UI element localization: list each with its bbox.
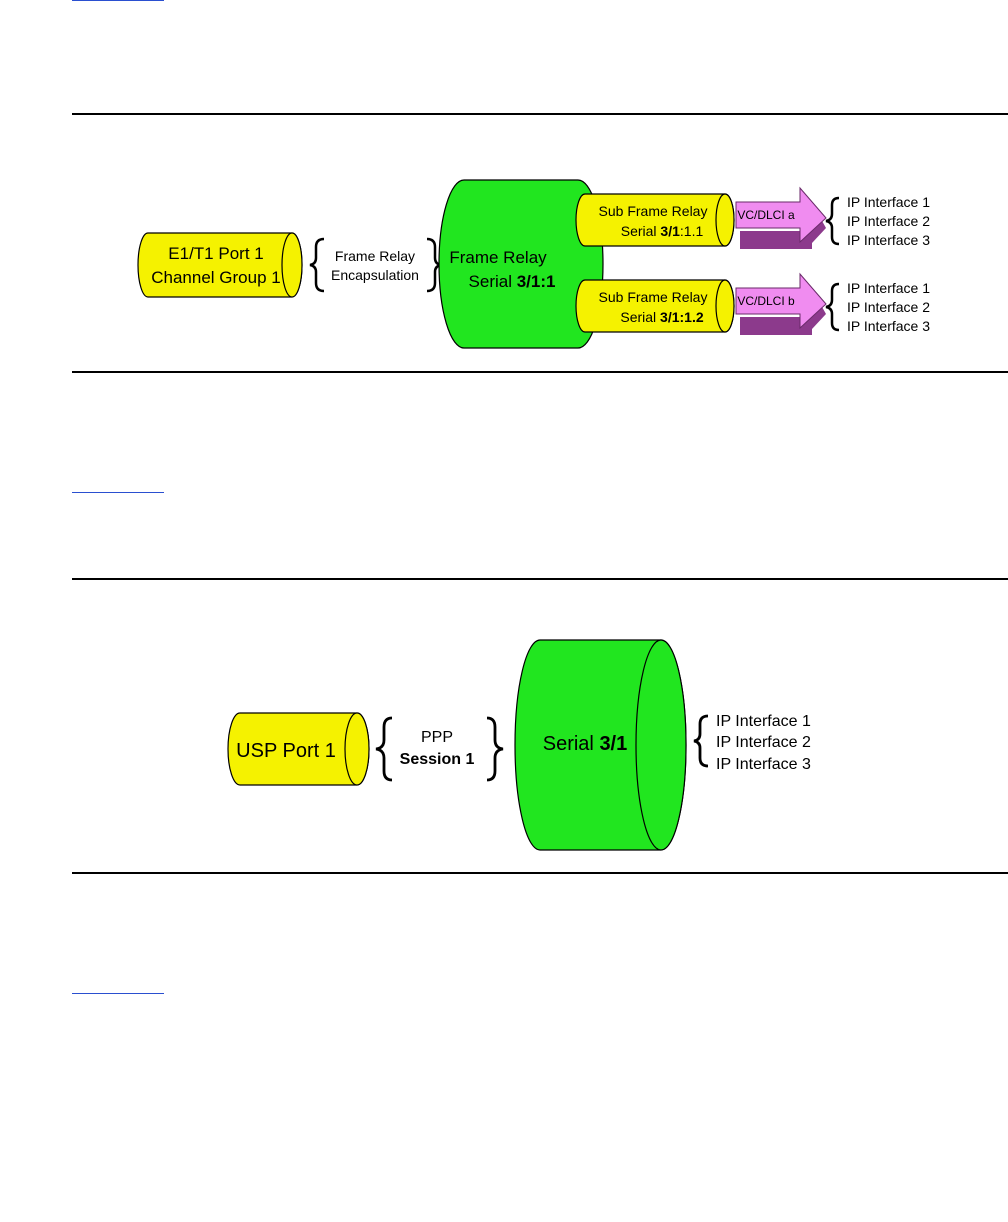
left-brace-icon (309, 237, 325, 293)
frame-relay-cylinder: Frame Relay Serial 3/1:1 (438, 179, 604, 349)
usp-port-cylinder: USP Port 1 (227, 712, 370, 786)
encapsulation-group: Frame Relay Encapsulation (309, 237, 442, 293)
ppp-ip-1: IP Interface 1 (716, 713, 811, 730)
frame-relay-diagram: E1/T1 Port 1 Channel Group 1 Frame Relay… (137, 179, 930, 349)
ppp-ip-interfaces: IP Interface 1 IP Interface 2 IP Interfa… (693, 713, 811, 773)
figure1-bottom-rule (72, 371, 1008, 373)
vc-dlci-b-label: VC/DLCI b (737, 294, 795, 308)
ip-b-2: IP Interface 2 (847, 299, 930, 315)
brace-b-icon (825, 282, 840, 332)
encap-line1: Frame Relay (335, 248, 415, 264)
sub-frame-relay-b-cylinder: Sub Frame Relay Serial 3/1:1.2 (575, 279, 735, 333)
e1t1-port-cylinder: E1/T1 Port 1 Channel Group 1 (137, 232, 303, 298)
ppp-right-brace-icon (486, 716, 504, 782)
ppp-session-group: PPP Session 1 (375, 716, 504, 782)
vc-dlci-b-arrow: VC/DLCI b (735, 272, 827, 335)
ppp-ip-3: IP Interface 3 (716, 756, 811, 773)
vc-dlci-a-arrow: VC/DLCI a (735, 186, 827, 249)
ppp-ip-brace-icon (693, 714, 709, 768)
frame-relay-serial-label: Serial 3/1:1 (469, 272, 556, 291)
e1t1-port-label: E1/T1 Port 1 (168, 244, 263, 263)
ip-interfaces-b: IP Interface 1 IP Interface 2 IP Interfa… (825, 280, 930, 334)
sub-a-line2: Serial 3/1:1.1 (621, 223, 704, 239)
ip-a-1: IP Interface 1 (847, 194, 930, 210)
link-underline-1[interactable] (72, 0, 164, 1)
frame-relay-label: Frame Relay (449, 248, 547, 267)
vc-dlci-a-label: VC/DLCI a (737, 208, 795, 222)
encap-line2: Encapsulation (331, 267, 419, 283)
sub-b-line2: Serial 3/1:1.2 (620, 309, 703, 325)
ip-b-1: IP Interface 1 (847, 280, 930, 296)
ppp-label: PPP (421, 729, 453, 746)
figure1-top-rule (72, 113, 1008, 115)
ppp-diagram: USP Port 1 PPP Session 1 Serial 3/1 IP I… (227, 639, 811, 851)
ip-interfaces-a: IP Interface 1 IP Interface 2 IP Interfa… (825, 194, 930, 248)
brace-a-icon (825, 196, 840, 246)
ppp-left-brace-icon (375, 716, 393, 782)
serial-cylinder: Serial 3/1 (514, 639, 687, 851)
sub-frame-relay-a-cylinder: Sub Frame Relay Serial 3/1:1.1 (575, 193, 735, 247)
figure2-bottom-rule (72, 872, 1008, 874)
ip-a-3: IP Interface 3 (847, 232, 930, 248)
link-underline-2[interactable] (72, 492, 164, 493)
figure2-top-rule (72, 578, 1008, 580)
ip-a-2: IP Interface 2 (847, 213, 930, 229)
sub-a-line1: Sub Frame Relay (599, 203, 708, 219)
session-label: Session 1 (400, 751, 475, 768)
ppp-ip-2: IP Interface 2 (716, 734, 811, 751)
usp-port-label: USP Port 1 (236, 740, 336, 762)
channel-group-label: Channel Group 1 (151, 268, 280, 287)
ip-b-3: IP Interface 3 (847, 318, 930, 334)
link-underline-3[interactable] (72, 993, 164, 994)
sub-b-line1: Sub Frame Relay (599, 289, 708, 305)
serial-label: Serial 3/1 (543, 733, 628, 755)
